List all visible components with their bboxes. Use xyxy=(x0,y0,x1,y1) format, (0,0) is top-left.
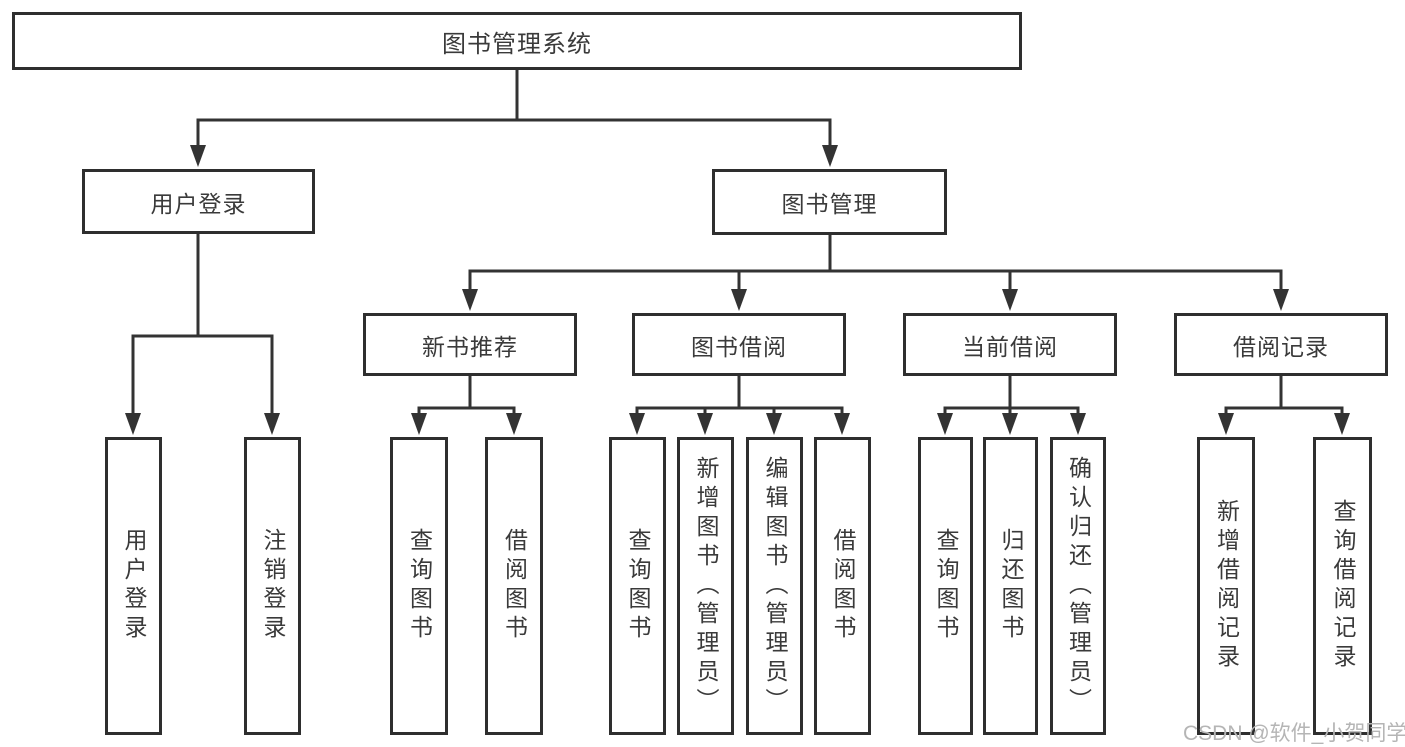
node-nbr-borrow-books: 借阅图书 xyxy=(485,437,543,735)
arrowhead xyxy=(1070,413,1086,435)
node-cb-query-books: 查询图书 xyxy=(918,437,973,735)
node-cb-return-books: 归还图书 xyxy=(983,437,1038,735)
node-bb-query-books: 查询图书 xyxy=(609,437,666,735)
node-bb-borrow-books: 借阅图书 xyxy=(814,437,871,735)
connector-current-borrow xyxy=(937,374,1086,435)
arrowhead xyxy=(1334,413,1350,435)
node-logout: 注销登录 xyxy=(244,437,301,735)
connector-book-borrow xyxy=(629,374,850,435)
node-nbr-query-books: 查询图书 xyxy=(390,437,448,735)
arrowhead xyxy=(731,289,747,311)
connector-book-mgmt xyxy=(462,233,1289,311)
arrowhead xyxy=(190,145,206,167)
connector-new-book-rec xyxy=(411,374,522,435)
arrowhead xyxy=(822,145,838,167)
node-bb-edit-books-admin: 编辑图书（管理员） xyxy=(746,437,803,735)
arrowhead xyxy=(264,413,280,435)
arrowhead xyxy=(462,289,478,311)
connector-login-group xyxy=(125,232,280,435)
connector-root-to-level2 xyxy=(190,68,838,167)
arrowhead xyxy=(506,413,522,435)
csdn-watermark: CSDN @软件_小贺同学 xyxy=(1183,722,1405,745)
node-br-add-record: 新增借阅记录 xyxy=(1197,437,1255,735)
arrowhead xyxy=(1002,413,1018,435)
arrowhead xyxy=(834,413,850,435)
arrowhead xyxy=(1273,289,1289,311)
arrowhead xyxy=(766,413,782,435)
arrowhead xyxy=(1218,413,1234,435)
node-current-borrow: 当前借阅 xyxy=(903,313,1117,376)
arrowhead xyxy=(697,413,713,435)
arrowhead xyxy=(937,413,953,435)
node-new-book-rec: 新书推荐 xyxy=(363,313,577,376)
arrowhead xyxy=(629,413,645,435)
arrowhead xyxy=(125,413,141,435)
node-login-group: 用户登录 xyxy=(82,169,315,234)
node-book-borrow: 图书借阅 xyxy=(632,313,846,376)
connector-borrow-record xyxy=(1218,374,1350,435)
arrowhead xyxy=(411,413,427,435)
node-br-query-record: 查询借阅记录 xyxy=(1313,437,1372,735)
arrowhead xyxy=(1002,289,1018,311)
node-bb-add-books-admin: 新增图书（管理员） xyxy=(677,437,734,735)
node-user-login: 用户登录 xyxy=(105,437,162,735)
node-root: 图书管理系统 xyxy=(12,12,1022,70)
node-cb-confirm-return-admin: 确认归还（管理员） xyxy=(1050,437,1106,735)
node-book-mgmt: 图书管理 xyxy=(712,169,947,235)
node-borrow-record: 借阅记录 xyxy=(1174,313,1388,376)
